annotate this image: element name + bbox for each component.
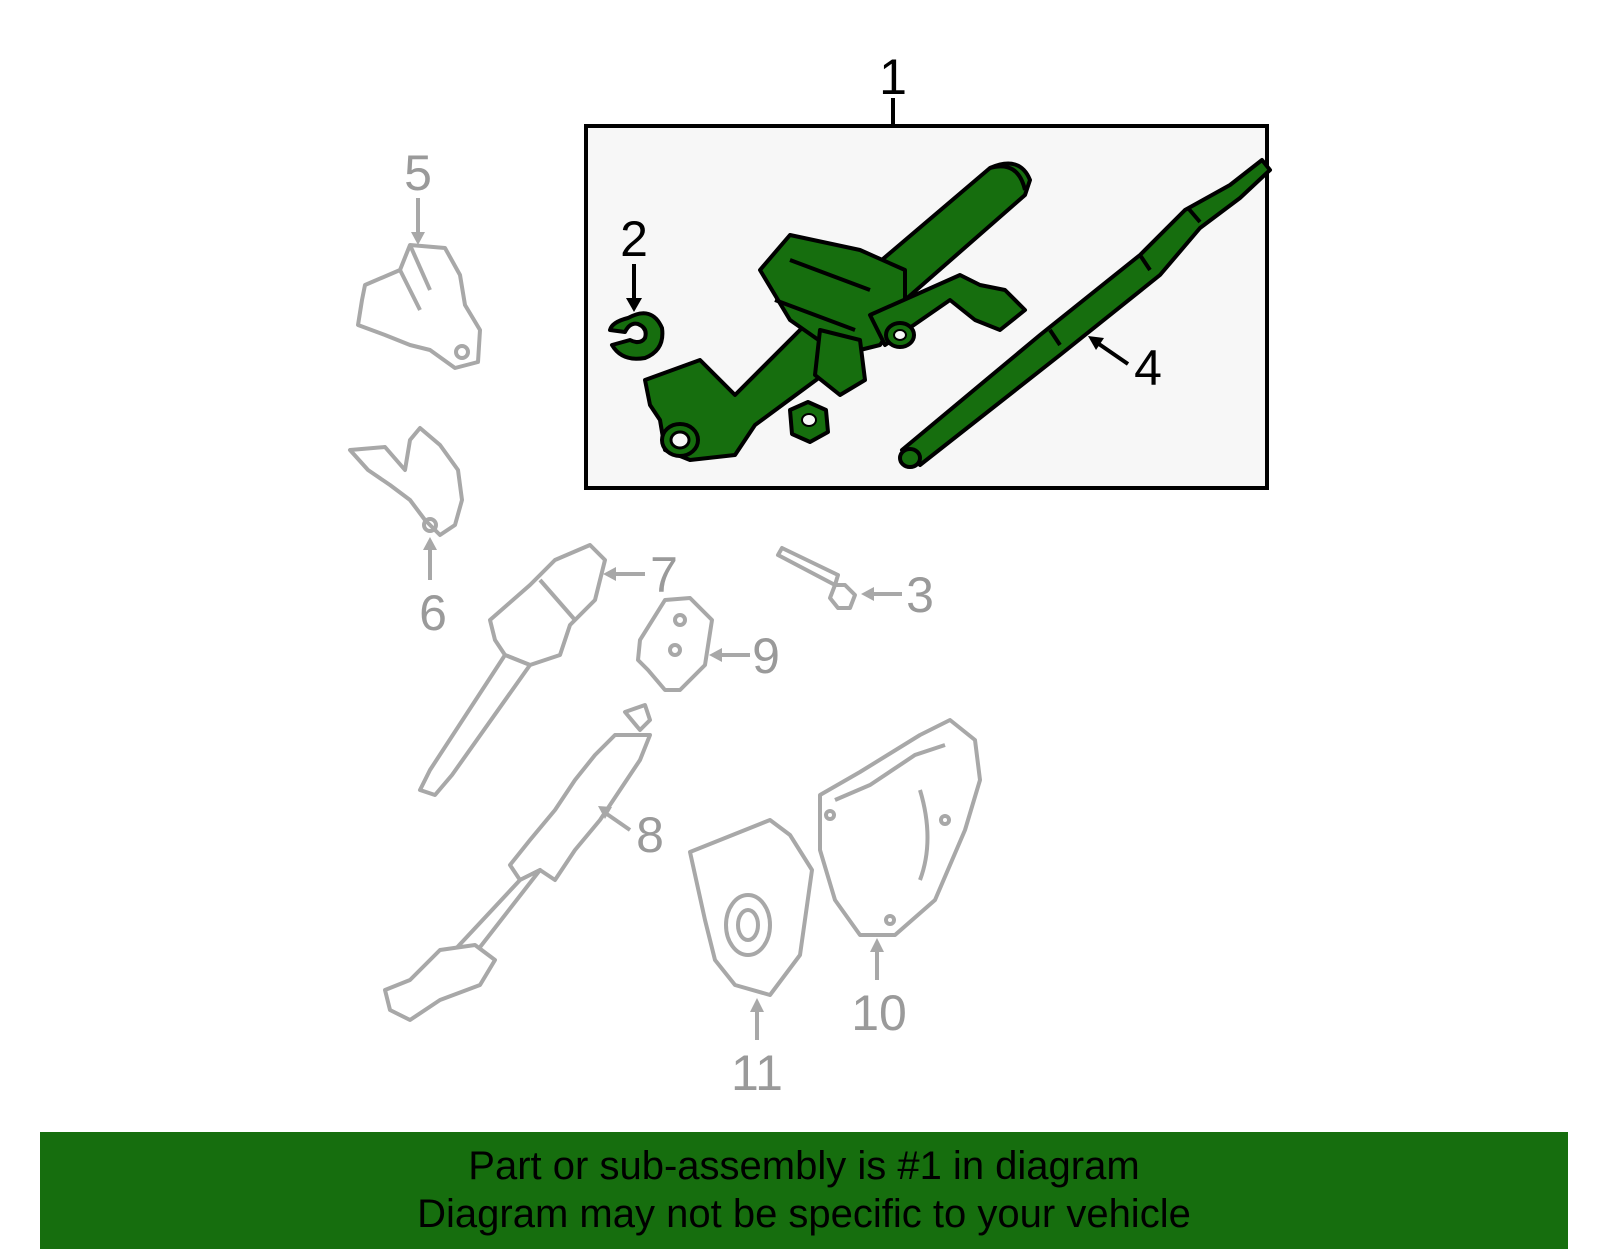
steering-column-part [643,161,1032,462]
arrow-head-11 [750,998,764,1012]
info-banner: Part or sub-assembly is #1 in diagram Di… [40,1132,1568,1249]
lower-shaft-part-8 [383,703,652,1022]
seal-plate-part-11 [688,818,814,997]
clamp-part-9 [636,596,714,692]
arrow-head-3 [861,587,874,601]
callout-3: 3 [906,567,934,623]
boot-housing-part-10 [818,718,982,937]
leader-arrow-4 [1094,340,1130,366]
arrow-head-2 [626,298,642,312]
callout-2: 2 [620,211,648,267]
callout-4: 4 [1134,340,1162,396]
callout-6: 6 [419,585,447,641]
cover-part-6 [348,426,464,537]
nut-part [788,400,830,444]
clip-part [608,311,665,361]
leader-arrow-8 [602,810,632,832]
bolt-part-3 [776,546,857,610]
arrow-head-9 [709,648,722,662]
callout-5: 5 [404,145,432,201]
callout-8: 8 [636,807,664,863]
arrow-head-10 [870,938,884,952]
arrow-head-4 [1088,336,1104,350]
banner-line-2: Diagram may not be specific to your vehi… [417,1192,1191,1236]
joint-shaft-part-7 [418,543,607,797]
arrow-head-5 [411,232,425,245]
callout-1: 1 [879,49,907,105]
arrow-head-8 [598,806,612,819]
bracket-part-5 [356,243,482,370]
banner-line-1: Part or sub-assembly is #1 in diagram [468,1144,1140,1188]
shaft-part [898,158,1272,469]
callout-10: 10 [851,985,907,1041]
callout-7: 7 [650,547,678,603]
arrow-head-7 [603,567,616,581]
arrow-head-6 [423,537,437,550]
callout-11: 11 [731,1045,783,1101]
callout-9: 9 [752,628,780,684]
